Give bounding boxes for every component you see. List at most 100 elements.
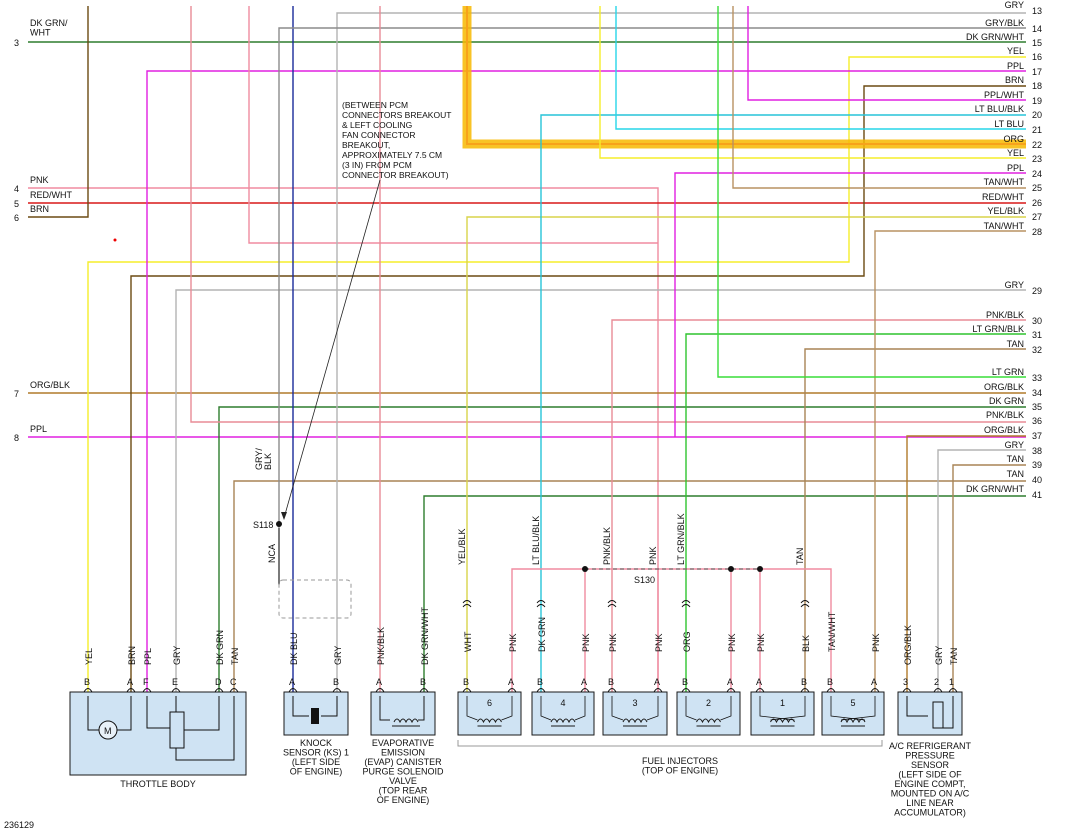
right-pin-number: 33	[1032, 373, 1042, 383]
ac-int	[906, 696, 928, 717]
injector-wire: PNK	[727, 633, 737, 652]
wire-inj6-yelblk	[466, 216, 1026, 692]
right-wire-label: ORG/BLK	[984, 425, 1024, 435]
right-pin-number: 30	[1032, 316, 1042, 326]
ks-pin-letter: A	[289, 677, 295, 687]
splice-dot	[276, 521, 282, 527]
wire-pnk-left	[248, 6, 658, 244]
right-pin-number: 14	[1032, 24, 1042, 34]
pin-socket	[507, 688, 517, 693]
inline-connector	[681, 600, 691, 608]
pin-socket	[288, 688, 298, 693]
injector-lead	[759, 696, 795, 721]
injector-wire: PNK	[871, 633, 881, 652]
injector-lead	[685, 696, 697, 721]
injector-wire: TAN/WHT	[827, 611, 837, 652]
injector-6-box	[457, 691, 522, 736]
evap-box	[370, 691, 436, 736]
injector-bracket	[457, 740, 883, 747]
note-arrow	[281, 512, 287, 520]
injector-wire: WHT	[463, 631, 473, 652]
injector-lead	[830, 696, 866, 721]
injector-pin-letter: A	[508, 677, 514, 687]
right-pin-number: 20	[1032, 110, 1042, 120]
ks-element	[311, 708, 319, 724]
inline-connector	[462, 600, 472, 608]
pin-socket	[229, 688, 239, 693]
wire-inj4-ltblublk	[540, 114, 1026, 692]
pin-socket	[948, 688, 958, 693]
wire-ks-gry	[336, 12, 1026, 692]
right-wire-label: PPL	[1007, 61, 1024, 71]
right-wire-label: DK GRN/WHT	[966, 484, 1024, 494]
right-wire-label: TAN	[1007, 469, 1024, 479]
wire-ppl-24	[674, 172, 1026, 437]
left-pin-number: 8	[14, 433, 19, 443]
injector-4-box	[531, 691, 595, 736]
right-pin-number: 18	[1032, 81, 1042, 91]
right-pin-number: 23	[1032, 154, 1042, 164]
wire-tb-dkgrn	[218, 406, 1026, 692]
evap-pin-letter: B	[420, 677, 426, 687]
ac-pin-number: 3	[903, 677, 908, 687]
injector-wire: PNK	[608, 633, 618, 652]
wire-tb-tan	[233, 480, 1026, 692]
solenoid-coil-icon	[379, 696, 425, 727]
splice-dot	[582, 566, 588, 572]
splice-dot	[728, 566, 734, 572]
left-wire-label: PNK	[30, 175, 49, 185]
injector-pin-letter: B	[801, 677, 807, 687]
right-wire-label: LT GRN/BLK	[972, 324, 1024, 334]
right-wire-label: BRN	[1005, 75, 1024, 85]
pin-socket	[536, 688, 546, 693]
injector-pin-letter: B	[608, 677, 614, 687]
right-pin-number: 31	[1032, 330, 1042, 340]
injector-wire: PNK	[508, 633, 518, 652]
ac-pin-wire: ORG/BLK	[903, 625, 913, 665]
injector-pin-letter: B	[682, 677, 688, 687]
splice-s118: S118	[253, 520, 273, 530]
injector-coil-icon	[696, 718, 721, 727]
left-pin-number: 4	[14, 184, 19, 194]
wire-inj1-tan	[804, 348, 1026, 692]
injector-coil-icon	[550, 718, 576, 727]
pin-socket	[419, 688, 429, 693]
wire-pnkblk-36	[190, 6, 1026, 423]
tb-int-6	[175, 696, 235, 761]
tb-int-5	[184, 696, 220, 731]
tb-int-3	[146, 696, 170, 729]
wire-pin4	[28, 187, 659, 692]
pin-socket	[726, 688, 736, 693]
right-pin-number: 17	[1032, 67, 1042, 77]
mark-dot	[113, 238, 117, 242]
right-pin-number: 35	[1032, 402, 1042, 412]
throttle-pin-wire: PPL	[143, 648, 153, 665]
wire-inj5-tanwht	[874, 230, 1026, 692]
right-pin-number: 40	[1032, 475, 1042, 485]
wire-ac-gry	[937, 449, 1026, 692]
tb-int-1	[87, 696, 99, 731]
pin-socket	[653, 688, 663, 693]
pin-socket	[800, 688, 810, 693]
throttle-body-label: THROTTLE BODY	[120, 779, 196, 789]
throttle-pin-letter: E	[172, 677, 178, 687]
injector-wire: PNK	[756, 633, 766, 652]
right-wire-label: GRY	[1005, 440, 1024, 450]
injector-pin-letter: B	[463, 677, 469, 687]
right-wire-label: LT BLU	[994, 119, 1024, 129]
right-pin-number: 32	[1032, 345, 1042, 355]
wire-tb-brn	[130, 85, 1026, 692]
label-yel-blk: YEL/BLK	[457, 528, 467, 565]
right-pin-number: 15	[1032, 38, 1042, 48]
wire-ltgrn-33	[717, 6, 1026, 378]
right-wire-label: YEL/BLK	[987, 206, 1024, 216]
right-pin-number: 24	[1032, 169, 1042, 179]
pin-socket	[902, 688, 912, 693]
injector-wire: PNK	[654, 633, 664, 652]
splice-dot	[757, 566, 763, 572]
ac-pot-icon	[932, 701, 944, 729]
